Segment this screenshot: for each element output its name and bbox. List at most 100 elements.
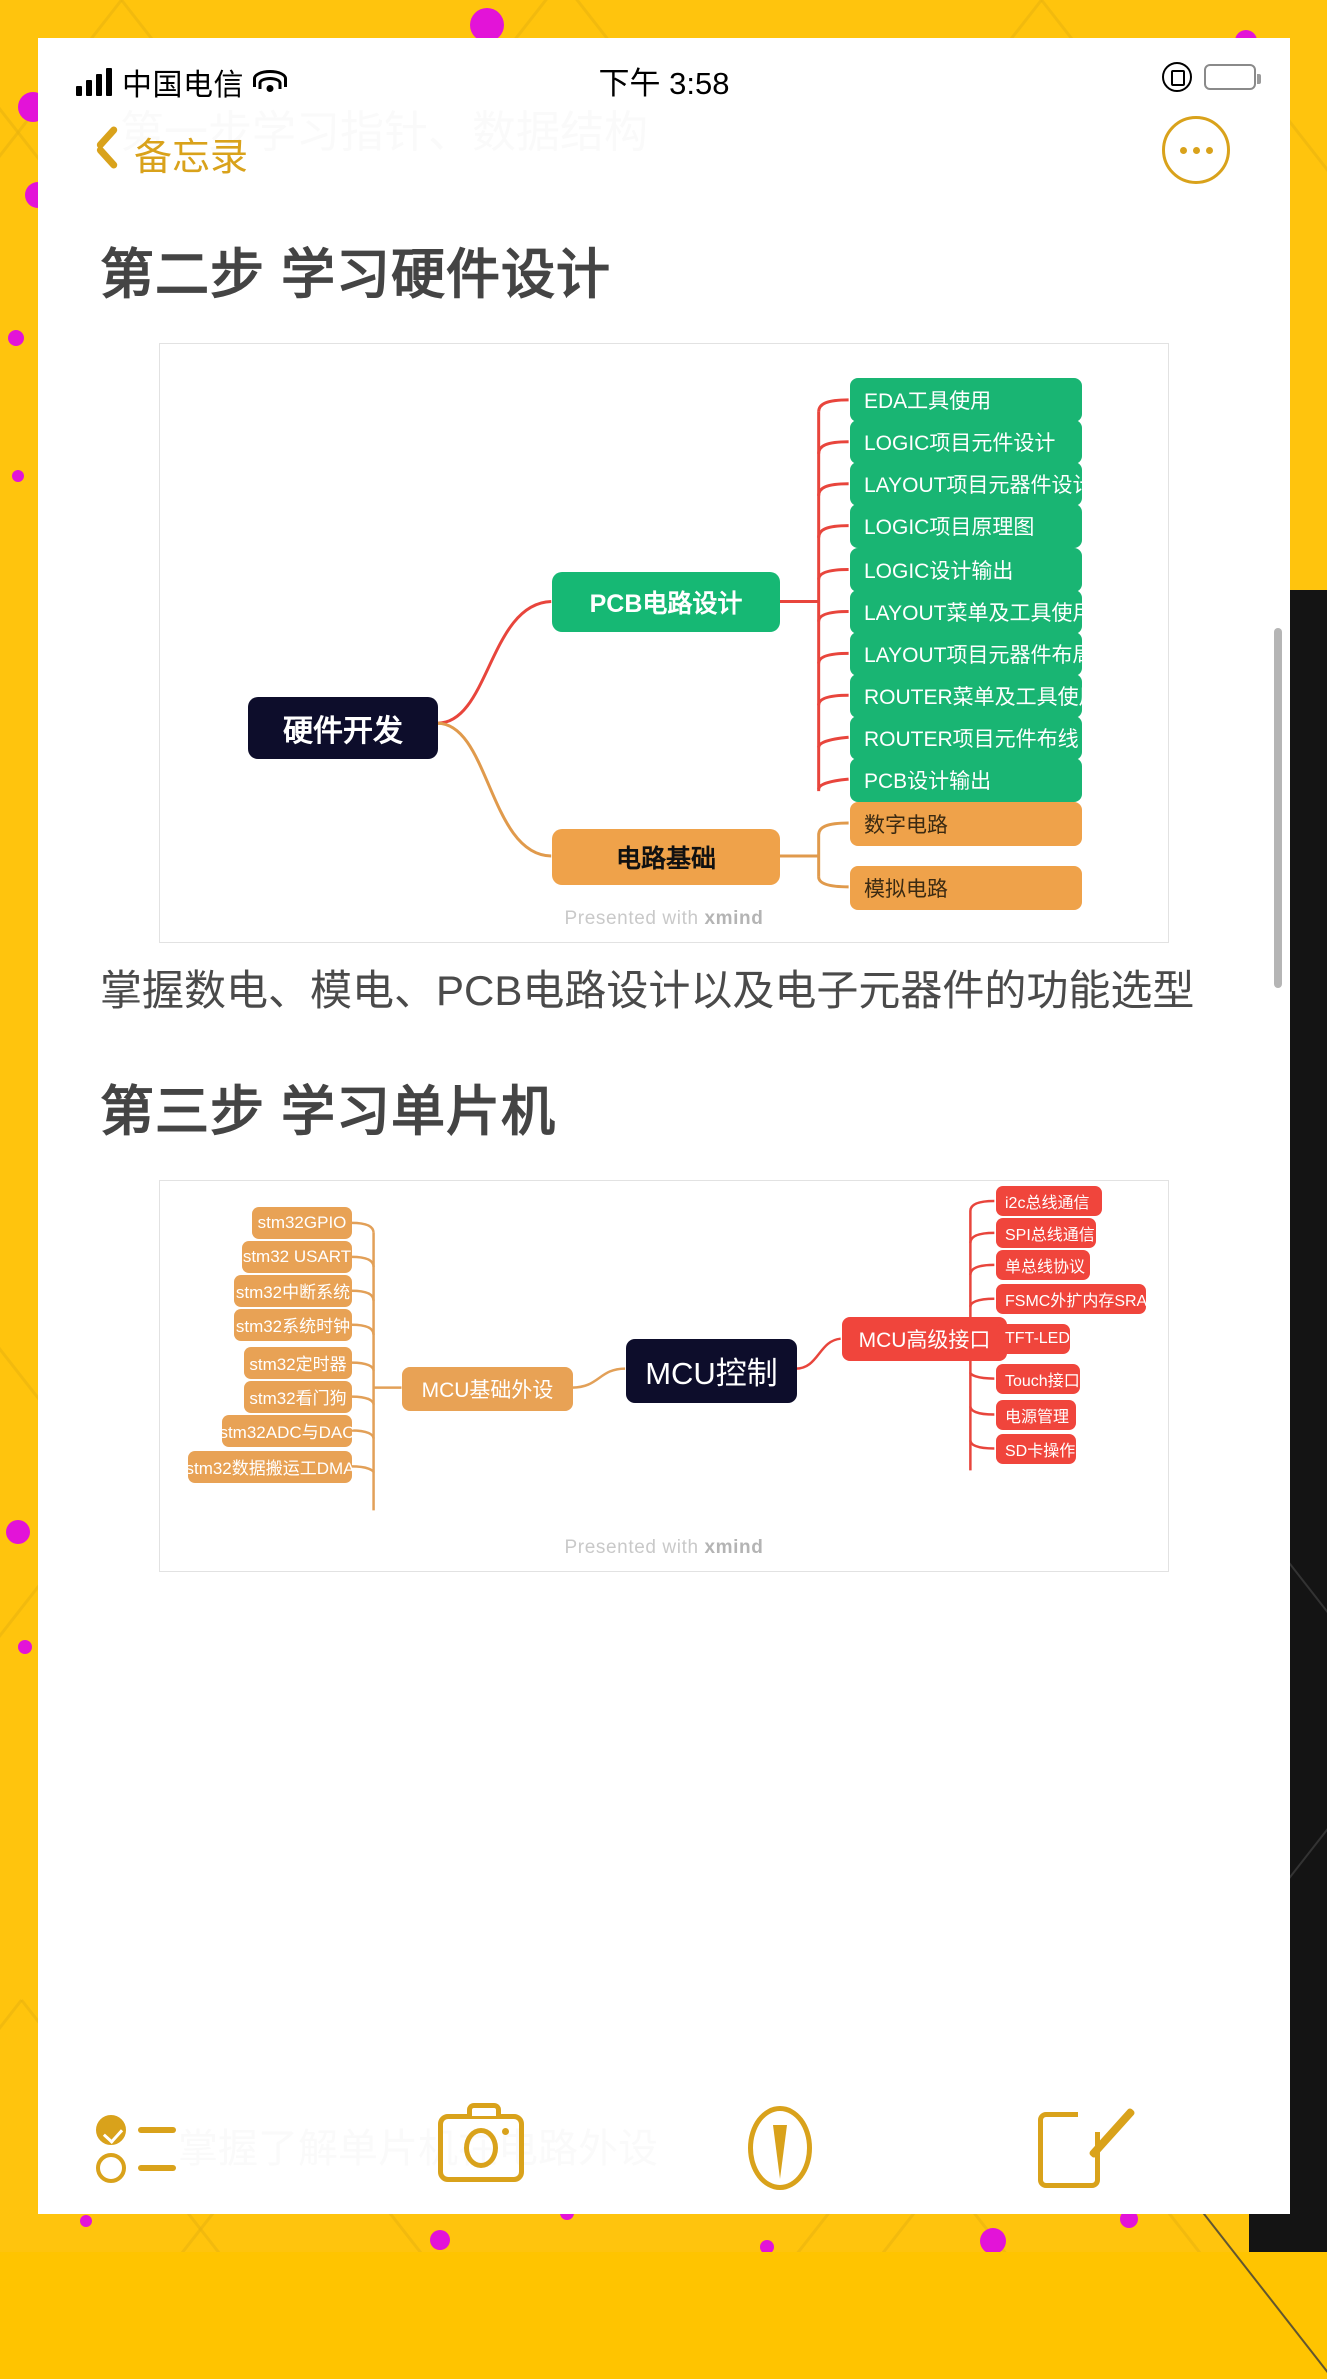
- mindmap-node-branch-adv[interactable]: MCU高级接口: [842, 1316, 1007, 1361]
- mindmap-node-label: PCB设计输出: [864, 770, 992, 793]
- mindmap-node-leaf[interactable]: ROUTER项目元件布线: [850, 716, 1082, 760]
- chevron-left-icon: [96, 135, 118, 173]
- checklist-button[interactable]: [96, 2113, 182, 2183]
- mindmap-node-leaf[interactable]: stm32GPIO: [252, 1206, 352, 1239]
- mindmap-node-label: 电路基础: [615, 845, 716, 873]
- mindmap-node-leaf[interactable]: stm32看门狗: [244, 1380, 352, 1413]
- mindmap-node-leaf[interactable]: LAYOUT项目元器件设计: [850, 462, 1093, 506]
- mindmap-node-label: EDA工具使用: [864, 390, 992, 413]
- mindmap-node-leaf[interactable]: LAYOUT菜单及工具使用: [850, 590, 1093, 634]
- navigation-bar: 第一步学习指针、数据结构 备忘录: [38, 108, 1290, 202]
- back-button-label: 备忘录: [134, 137, 249, 179]
- mindmap-node-leaf[interactable]: stm32 USART: [242, 1240, 352, 1273]
- mindmap-node-label: i2c总线通信: [1005, 1194, 1090, 1212]
- mindmap-node-root[interactable]: MCU控制: [626, 1338, 797, 1403]
- mindmap-node-label: stm32GPIO: [257, 1212, 347, 1232]
- mindmap-node-leaf[interactable]: stm32定时器: [244, 1346, 352, 1379]
- xmind-watermark: Presented with xmind: [160, 908, 1168, 930]
- mindmap-node-leaf[interactable]: SPI总线通信: [996, 1217, 1096, 1248]
- watermark-brand: xmind: [704, 908, 764, 929]
- carrier-label: 中国电信: [122, 69, 244, 102]
- section2-body-text: 掌握数电、模电、PCB电路设计以及电子元器件的功能选型: [100, 967, 1195, 1014]
- checklist-icon: [96, 2113, 182, 2183]
- page-title-step2: 第二步 学习硬件设计: [100, 245, 612, 305]
- mindmap-mcu-figure[interactable]: MCU控制 MCU基础外设 MCU高级接口 stm32GPIO stm32 US…: [159, 1179, 1169, 1572]
- mindmap-node-label: 模拟电路: [864, 878, 948, 901]
- mindmap-node-label: stm32数据搬运工DMA: [185, 1459, 355, 1479]
- mindmap-node-leaf[interactable]: LOGIC项目元件设计: [850, 420, 1082, 464]
- mindmap-node-label: stm32 USART: [242, 1246, 352, 1266]
- status-bar-right: [1162, 62, 1261, 92]
- mindmap-node-label: stm32ADC与DAC: [219, 1423, 355, 1443]
- compose-button[interactable]: [1038, 2098, 1136, 2190]
- more-options-button[interactable]: [1162, 116, 1230, 184]
- mindmap-node-leaf[interactable]: 单总线协议: [996, 1249, 1090, 1280]
- mindmap-node-leaf[interactable]: ROUTER菜单及工具使用: [850, 674, 1100, 718]
- mindmap-node-label: LAYOUT菜单及工具使用: [864, 602, 1094, 625]
- mindmap-node-leaf[interactable]: LOGIC项目原理图: [850, 504, 1082, 548]
- mindmap-node-label: 单总线协议: [1005, 1258, 1086, 1276]
- ellipsis-dot: [1179, 146, 1187, 154]
- status-bar-left: 中国电信: [76, 60, 287, 104]
- ellipsis-dot: [1205, 146, 1213, 154]
- watermark-brand: xmind: [704, 1536, 764, 1558]
- mindmap-node-label: 电源管理: [1005, 1408, 1070, 1426]
- mindmap-node-label: MCU高级接口: [858, 1328, 991, 1352]
- mindmap-node-leaf[interactable]: 电源管理: [996, 1399, 1076, 1430]
- mindmap-node-leaf[interactable]: stm32系统时钟: [234, 1308, 352, 1341]
- mindmap-node-label: stm32系统时钟: [235, 1317, 351, 1337]
- mindmap-hardware-figure[interactable]: 硬件开发 PCB电路设计 电路基础 EDA工具使用 LOGIC项目元件设计 LA…: [159, 343, 1169, 943]
- mindmap-node-label: ROUTER菜单及工具使用: [864, 686, 1100, 709]
- mindmap-node-leaf[interactable]: TFT-LED: [996, 1323, 1070, 1354]
- phone-screen: 中国电信 下午 3:58 第一步学习指针、数据结构 备忘录 第二步 学习硬件设计: [38, 38, 1290, 2214]
- mindmap-node-label: MCU基础外设: [421, 1378, 554, 1402]
- watermark-text: Presented with: [564, 908, 705, 929]
- mindmap-node-leaf[interactable]: stm32中断系统: [234, 1274, 352, 1307]
- mindmap-node-branch-basic[interactable]: MCU基础外设: [402, 1366, 573, 1411]
- status-bar: 中国电信 下午 3:58: [38, 38, 1290, 110]
- mindmap-hardware: 硬件开发 PCB电路设计 电路基础 EDA工具使用 LOGIC项目元件设计 LA…: [160, 344, 1168, 942]
- mindmap-node-root[interactable]: 硬件开发: [248, 697, 438, 759]
- vertical-scrollbar[interactable]: [1274, 628, 1282, 988]
- mindmap-node-label: SD卡操作: [1005, 1442, 1076, 1460]
- mindmap-node-label: LAYOUT项目元器件设计: [864, 474, 1094, 497]
- back-button[interactable]: 备忘录: [96, 126, 248, 181]
- mindmap-node-label: stm32看门狗: [249, 1389, 347, 1409]
- mindmap-node-leaf[interactable]: SD卡操作: [996, 1433, 1076, 1464]
- mindmap-node-branch-circuit[interactable]: 电路基础: [552, 829, 780, 885]
- signal-bars-icon: [76, 68, 112, 96]
- mindmap-node-label: stm32定时器: [249, 1355, 347, 1375]
- mindmap-node-label: LOGIC项目原理图: [864, 516, 1035, 539]
- mindmap-node-label: LAYOUT项目元器件布局: [864, 644, 1094, 667]
- rotation-lock-icon: [1162, 62, 1192, 92]
- mindmap-node-leaf[interactable]: EDA工具使用: [850, 378, 1082, 422]
- wifi-icon: [253, 70, 287, 94]
- mindmap-node-leaf[interactable]: stm32ADC与DAC: [219, 1414, 355, 1447]
- mindmap-node-leaf[interactable]: FSMC外扩内存SRAM: [996, 1283, 1161, 1314]
- watermark-text: Presented with: [564, 1536, 705, 1558]
- mindmap-node-branch-pcb[interactable]: PCB电路设计: [552, 572, 780, 632]
- mindmap-node-leaf[interactable]: LOGIC设计输出: [850, 548, 1082, 592]
- mindmap-node-label: PCB电路设计: [589, 590, 743, 618]
- mindmap-node-label: LOGIC项目元件设计: [864, 432, 1056, 455]
- status-bar-time: 下午 3:58: [598, 66, 730, 101]
- mindmap-node-leaf[interactable]: 数字电路: [850, 802, 1082, 846]
- mindmap-node-leaf[interactable]: 模拟电路: [850, 866, 1082, 910]
- bottom-toolbar: 掌握了解单片机在电路外设: [38, 2082, 1290, 2214]
- mindmap-node-leaf[interactable]: LAYOUT项目元器件布局: [850, 632, 1093, 676]
- mindmap-node-label: 硬件开发: [283, 715, 403, 748]
- camera-button[interactable]: [438, 2103, 524, 2182]
- battery-icon: [1204, 64, 1261, 90]
- mindmap-mcu: MCU控制 MCU基础外设 MCU高级接口 stm32GPIO stm32 US…: [160, 1181, 1168, 1571]
- note-content[interactable]: 第二步 学习硬件设计: [38, 230, 1290, 2130]
- mindmap-node-label: TFT-LED: [1005, 1329, 1070, 1347]
- mindmap-node-label: SPI总线通信: [1005, 1226, 1095, 1244]
- camera-icon: [438, 2103, 524, 2182]
- mindmap-hardware-links: [437, 398, 849, 889]
- mindmap-node-label: FSMC外扩内存SRAM: [1005, 1292, 1161, 1310]
- mindmap-node-leaf[interactable]: PCB设计输出: [850, 758, 1082, 802]
- markup-button[interactable]: [748, 2106, 812, 2190]
- mindmap-node-leaf[interactable]: i2c总线通信: [996, 1185, 1102, 1216]
- mindmap-node-leaf[interactable]: Touch接口: [996, 1363, 1080, 1394]
- mindmap-node-leaf[interactable]: stm32数据搬运工DMA: [185, 1450, 355, 1483]
